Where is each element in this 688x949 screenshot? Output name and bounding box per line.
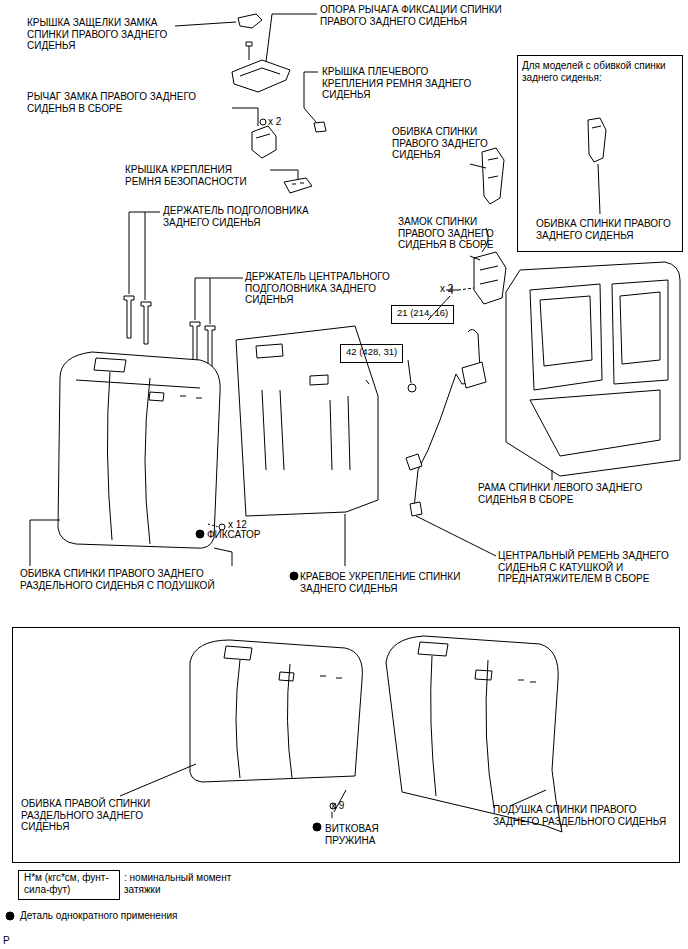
part-name: КРЫШКА КРЕПЛЕНИЯ РЕМНЯ БЕЗОПАСНОСТИ	[125, 164, 270, 187]
leader-line	[304, 72, 318, 122]
leader-line	[195, 278, 243, 324]
seat-belt	[414, 329, 480, 508]
legend-text: Деталь однократного применения	[20, 910, 220, 922]
leader-line	[345, 514, 346, 566]
seatback-cushion	[386, 636, 562, 832]
belt-anchor	[406, 454, 422, 516]
legend-text: : номинальный момент затяжки	[124, 872, 244, 895]
screw	[260, 119, 266, 125]
seatback-stitching	[76, 358, 202, 544]
leader-line	[510, 790, 546, 806]
leader-line	[470, 256, 480, 260]
retractor	[462, 362, 486, 388]
leader-line	[232, 108, 258, 126]
count-label: x 2	[440, 283, 470, 295]
part-name: ДЕРЖАТЕЛЬ ПОДГОЛОВНИКА ЗАДНЕГО СИДЕНЬЯ	[163, 205, 338, 228]
leader-line	[120, 764, 196, 796]
seatback-cover	[58, 352, 220, 548]
frame-detail	[530, 280, 668, 456]
part-name: ЦЕНТРАЛЬНЫЙ РЕМЕНЬ ЗАДНЕГО СИДЕНЬЯ С КАТ…	[498, 550, 683, 585]
shoulder-cover	[314, 122, 326, 132]
part-name: ОБИВКА СПИНКИ ПРАВОГО ЗАДНЕГО СИДЕНЬЯ	[536, 218, 671, 241]
cushion-stitching	[418, 642, 536, 808]
part-name: ФИКСАТОР	[207, 529, 287, 541]
latch-cover	[238, 14, 262, 28]
center-headrest-support	[205, 326, 215, 368]
center-headrest-support	[190, 322, 200, 364]
part-name: ДЕРЖАТЕЛЬ ЦЕНТРАЛЬНОГО ПОДГОЛОВНИКА ЗАДН…	[245, 271, 415, 306]
lever-assembly	[252, 126, 276, 158]
part-name: КРАЕВОЕ УКРЕПЛЕНИЕ СПИНКИ ЗАДНЕГО СИДЕНЬ…	[300, 571, 475, 594]
lever-support	[232, 60, 290, 92]
headrest-support	[141, 302, 151, 344]
single-use-dot	[313, 823, 321, 831]
part-name: КРЫШКА ПЛЕЧЕВОГО КРЕПЛЕНИЯ РЕМНЯ ЗАДНЕГО…	[322, 66, 487, 101]
belt-cover	[284, 178, 312, 193]
part-name: РАМА СПИНКИ ЛЕВОГО ЗАДНЕГО СИДЕНЬЯ В СБО…	[478, 482, 653, 505]
leader-line	[470, 164, 486, 168]
leader-line	[208, 524, 219, 527]
screw	[246, 42, 252, 60]
leader-line	[552, 470, 553, 480]
leader-line	[30, 520, 232, 566]
seatback-cover-part	[588, 118, 606, 162]
part-name: РЫЧАГ ЗАМКА ПРАВОГО ЗАДНЕГО СИДЕНЬЯ В СБ…	[27, 91, 237, 114]
part-name: ОБИВКА СПИНКИ ПРАВОГО ЗАДНЕГО РАЗДЕЛЬНОГ…	[20, 568, 275, 591]
pad-stitching	[224, 646, 342, 778]
leader-line	[175, 22, 236, 26]
leader-line	[129, 212, 160, 300]
part-name: КРЫШКА ЗАЩЕЛКИ ЗАМКА СПИНКИ ПРАВОГО ЗАДН…	[27, 17, 177, 52]
box-text: Н*м (кгс*см, фунт-сила-фут)	[24, 872, 114, 895]
single-use-dot	[6, 912, 14, 920]
single-use-dot	[196, 530, 204, 538]
torque-legend-box: Н*м (кгс*см, фунт-сила-фут)	[18, 870, 120, 900]
bolt-leader	[458, 288, 474, 290]
leader-line	[598, 164, 600, 214]
seatback-pad-cover	[190, 640, 363, 782]
leader-line	[416, 516, 496, 556]
part-name: ПОДУШКА СПИНКИ ПРАВОГО ЗАДНЕГО РАЗДЕЛЬНО…	[493, 804, 673, 827]
single-use-dot	[290, 572, 298, 580]
count-label: x 2	[268, 116, 298, 128]
part-name: ОПОРА РЫЧАГА ФИКСАЦИИ СПИНКИ ПРАВОГО ЗАД…	[320, 4, 505, 27]
alternative-parts-frame: ОБИВКА ПРАВОЙ СПИНКИ РАЗДЕЛЬНОГО ЗАДНЕГО…	[12, 627, 680, 863]
part-name: ВИТКОВАЯ ПРУЖИНА	[325, 823, 415, 846]
leader-line	[408, 360, 411, 383]
part-name: ОБИВКА СПИНКИ ПРАВОГО ЗАДНЕГО СИДЕНЬЯ	[392, 126, 502, 161]
seat-frame	[506, 262, 680, 476]
leader-line	[266, 14, 317, 62]
variant-inset-box: Для моделей с обивкой спинки заднего сид…	[517, 55, 683, 252]
box-text: Для моделей с обивкой спинки заднего сид…	[522, 60, 678, 83]
seatback-cover-part	[482, 148, 504, 204]
part-name: ЗАМОК СПИНКИ ПРАВОГО ЗАДНЕГО СИДЕНЬЯ В С…	[398, 216, 508, 251]
torque-box: 21 (214, 16)	[391, 305, 454, 324]
leader-line	[270, 170, 298, 180]
part-name: x 9	[331, 800, 361, 812]
part-name: ОБИВКА ПРАВОЙ СПИНКИ РАЗДЕЛЬНОГО ЗАДНЕГО…	[21, 798, 191, 833]
box-text: 42 (428, 31)	[346, 346, 397, 358]
box-text: 21 (214, 16)	[397, 307, 448, 319]
page-mark: P	[3, 935, 23, 947]
count-label: x 12	[228, 519, 268, 531]
headrest-support	[124, 296, 134, 338]
nut	[408, 384, 416, 392]
torque-box: 42 (428, 31)	[340, 344, 403, 363]
